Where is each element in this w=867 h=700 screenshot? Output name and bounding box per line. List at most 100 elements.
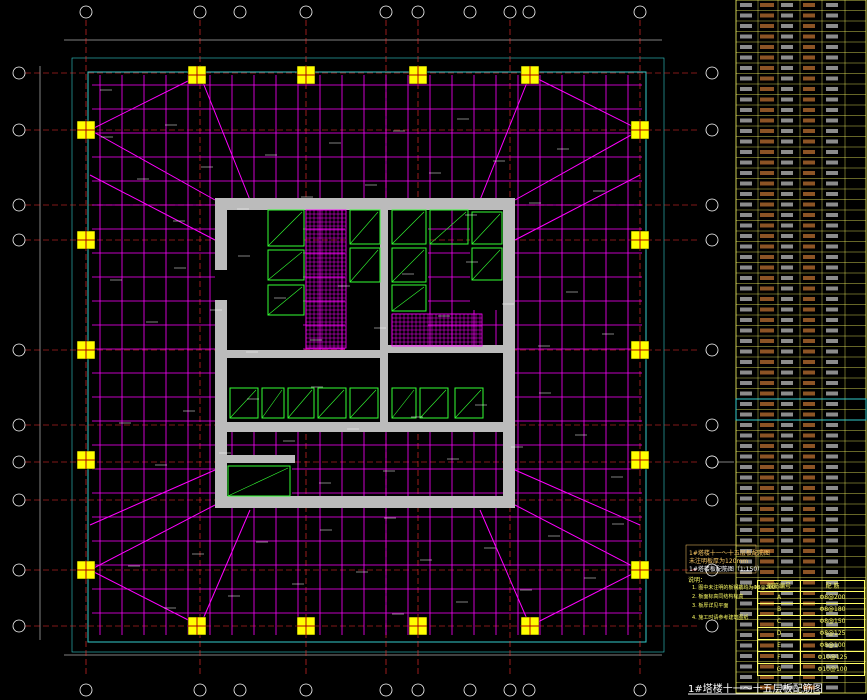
axis-bubble-left	[12, 619, 26, 633]
schedule-cell-mark	[740, 433, 752, 438]
schedule-cell-mark	[760, 276, 774, 280]
schedule-cell-mark	[803, 318, 815, 322]
diag-line	[89, 129, 216, 201]
diag-line	[514, 504, 641, 571]
schedule-cell-mark	[760, 66, 774, 70]
schedule-cell-mark	[826, 339, 838, 343]
schedule-cell-mark	[760, 223, 774, 228]
core-slab-panel	[391, 284, 427, 312]
schedule-cell-mark	[826, 328, 838, 333]
rebar-code: F	[758, 652, 801, 663]
schedule-cell-mark	[740, 223, 752, 228]
panel-diagonal	[317, 389, 345, 419]
axis-bubble-left	[12, 233, 26, 247]
schedule-cell-mark	[803, 276, 815, 280]
schedule-cell-mark	[740, 402, 752, 406]
schedule-cell-mark	[781, 66, 793, 70]
axis-bubble-right	[705, 123, 719, 137]
rebar-table-row: F Φ10@125	[757, 652, 865, 664]
schedule-cell-mark	[781, 633, 793, 637]
schedule-cell-mark	[826, 129, 838, 133]
schedule-cell-mark	[760, 465, 774, 469]
schedule-cell-mark	[740, 318, 752, 322]
schedule-cell-mark	[740, 496, 752, 501]
schedule-cell-mark	[803, 202, 815, 207]
panel-diagonal	[227, 467, 289, 497]
rebar-table-header-code: 钢筋编号	[758, 581, 801, 591]
core-slab-panel	[287, 387, 315, 419]
schedule-cell-mark	[781, 349, 793, 354]
schedule-cell-mark	[803, 402, 815, 406]
axis-bubble-right	[705, 198, 719, 212]
schedule-cell-mark	[781, 654, 793, 658]
schedule-cell-mark	[781, 76, 793, 81]
schedule-cell-mark	[760, 286, 774, 291]
schedule-cell-mark	[740, 360, 752, 364]
schedule-cell-mark	[803, 538, 815, 543]
core-slab-panel	[261, 387, 285, 419]
core-wall-top	[215, 198, 515, 210]
schedule-cell-mark	[781, 139, 793, 144]
schedule-cell-mark	[760, 580, 774, 585]
rebar-spec: Φ10@100	[817, 666, 848, 673]
panel-diagonal	[471, 213, 501, 245]
diag-line	[514, 469, 641, 526]
rebar-code: C	[758, 616, 801, 627]
schedule-cell-mark	[781, 591, 793, 595]
panel-diagonal	[419, 389, 447, 419]
axis-bubble-right	[705, 343, 719, 357]
schedule-cell-mark	[781, 675, 793, 679]
schedule-cell-mark	[781, 643, 793, 648]
schedule-cell-mark	[781, 97, 793, 102]
diag-line	[529, 569, 641, 627]
schedule-cell-mark	[803, 360, 815, 364]
schedule-cell-mark	[740, 622, 752, 627]
axis-bubble-top	[193, 5, 207, 19]
axis-bubble-right	[705, 619, 719, 633]
schedule-cell-mark	[740, 454, 752, 459]
schedule-cell-mark	[740, 381, 752, 385]
schedule-cell-mark	[781, 538, 793, 543]
axis-bubble-top	[299, 5, 313, 19]
rebar-code: A	[758, 592, 801, 603]
schedule-cell-mark	[781, 391, 793, 396]
diag-line	[514, 174, 641, 241]
schedule-cell-mark	[781, 664, 793, 669]
schedule-cell-mark	[740, 87, 752, 91]
axis-bubble-bottom	[299, 683, 313, 697]
schedule-cell-mark	[740, 202, 752, 207]
schedule-cell-mark	[760, 265, 774, 270]
schedule-cell-mark	[803, 685, 815, 690]
schedule-cell-mark	[826, 255, 838, 259]
schedule-cell-mark	[760, 307, 774, 312]
schedule-cell-mark	[826, 171, 838, 175]
schedule-cell-mark	[760, 97, 774, 102]
schedule-cell-mark	[781, 402, 793, 406]
schedule-cell-mark	[781, 55, 793, 60]
axis-bubble-left	[12, 455, 26, 469]
schedule-cell-mark	[781, 328, 793, 333]
schedule-cell-mark	[760, 381, 774, 385]
schedule-cell-mark	[826, 181, 838, 186]
core-void-4	[470, 210, 503, 310]
core-wall-mid1	[215, 350, 385, 358]
schedule-cell-mark	[740, 139, 752, 144]
schedule-cell-mark	[826, 24, 838, 28]
schedule-cell-mark	[826, 612, 838, 616]
schedule-cell-mark	[803, 192, 815, 196]
schedule-cell-mark	[760, 612, 774, 616]
rebar-spec: Φ10@125	[817, 654, 848, 661]
section-marker	[705, 455, 719, 469]
core-slab-panel	[349, 209, 381, 245]
schedule-cell-mark	[760, 202, 774, 207]
schedule-cell-mark	[826, 150, 838, 154]
schedule-cell-mark	[781, 181, 793, 186]
schedule-cell-mark	[781, 297, 793, 301]
schedule-cell-mark	[803, 160, 815, 165]
schedule-cell-mark	[781, 24, 793, 28]
schedule-cell-mark	[803, 675, 815, 679]
schedule-cell-mark	[803, 87, 815, 91]
schedule-cell-mark	[826, 381, 838, 385]
schedule-cell-mark	[740, 66, 752, 70]
schedule-cell-mark	[760, 622, 774, 627]
